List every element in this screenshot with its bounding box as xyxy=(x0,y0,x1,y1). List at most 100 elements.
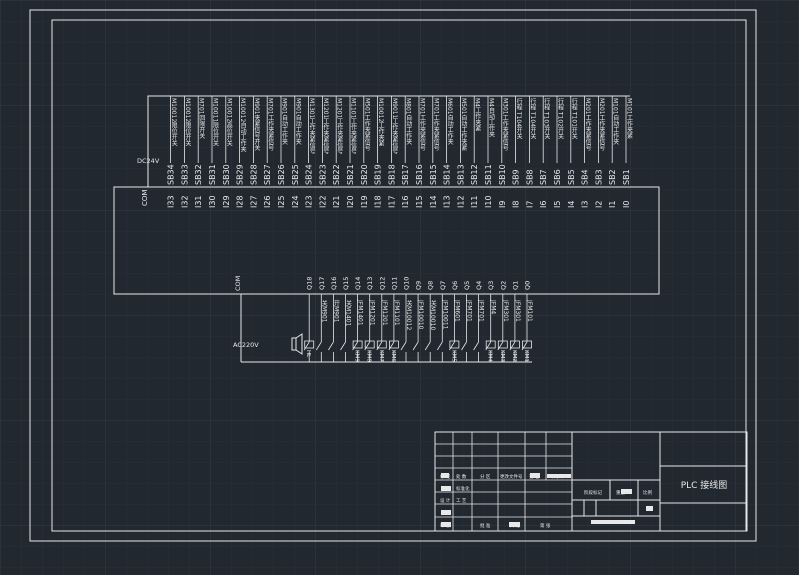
coil-label: KM3 xyxy=(499,350,505,362)
output-contact xyxy=(485,341,492,351)
input-button-label: SB4 xyxy=(581,169,590,185)
input-button-label: SB2 xyxy=(608,169,617,185)
coil-label: KM2 xyxy=(511,350,517,362)
output-desc: JFM701 xyxy=(466,299,473,322)
output-terminal-label: Q2 xyxy=(499,281,507,290)
output-contact xyxy=(315,341,322,351)
title-block-label: 分 区 xyxy=(480,473,491,480)
output-terminals: Q0JFM101KM1Q1JFM301KM2Q2JFM301KM3Q3JFM4K… xyxy=(303,277,533,363)
output-terminal-label: Q11 xyxy=(390,277,398,290)
title-block-field xyxy=(591,520,635,524)
output-desc: 关M901 xyxy=(320,299,327,323)
input-desc: M10012高位开关 xyxy=(225,98,232,148)
title-block-field xyxy=(509,522,520,527)
input-terminal-label: I1 xyxy=(608,201,617,208)
title-block-label: 第 张 xyxy=(540,522,551,529)
input-button-label: SB1 xyxy=(622,169,631,185)
input-terminal-label: I18 xyxy=(374,195,383,208)
input-terminal-label: I5 xyxy=(553,201,562,208)
input-desc: M701工作夹紧信号 xyxy=(419,98,426,152)
input-button-label: SB15 xyxy=(429,164,438,185)
input-button-label: SB6 xyxy=(553,169,562,185)
outer-frame xyxy=(29,9,757,542)
output-desc: JFM701 xyxy=(478,299,485,322)
output-terminal-label: Q12 xyxy=(378,277,386,290)
input-button-label: SB31 xyxy=(208,164,217,185)
input-desc: 行程 T103开关 xyxy=(543,97,550,140)
input-button-label: SB8 xyxy=(525,169,534,185)
input-button-label: SB26 xyxy=(277,164,286,185)
input-terminal-label: I19 xyxy=(360,195,369,208)
input-button-label: SB28 xyxy=(249,164,258,185)
dc-supply-wire xyxy=(147,95,630,187)
input-button-label: SB5 xyxy=(567,169,576,185)
output-terminal-label: Q18 xyxy=(306,277,314,290)
relay-coil-icon xyxy=(509,340,520,349)
output-contact xyxy=(424,341,431,351)
input-terminal-label: I33 xyxy=(167,195,176,208)
input-desc: M501工作夹紧信号 xyxy=(363,98,370,152)
relay-coil-icon xyxy=(352,340,363,349)
output-terminal-label: Q4 xyxy=(475,281,483,290)
plc-body[interactable] xyxy=(113,186,660,295)
output-contact xyxy=(303,341,310,351)
output-desc: 关M1401 xyxy=(345,299,352,326)
input-terminal-label: I17 xyxy=(387,195,396,208)
output-contact xyxy=(388,341,395,351)
